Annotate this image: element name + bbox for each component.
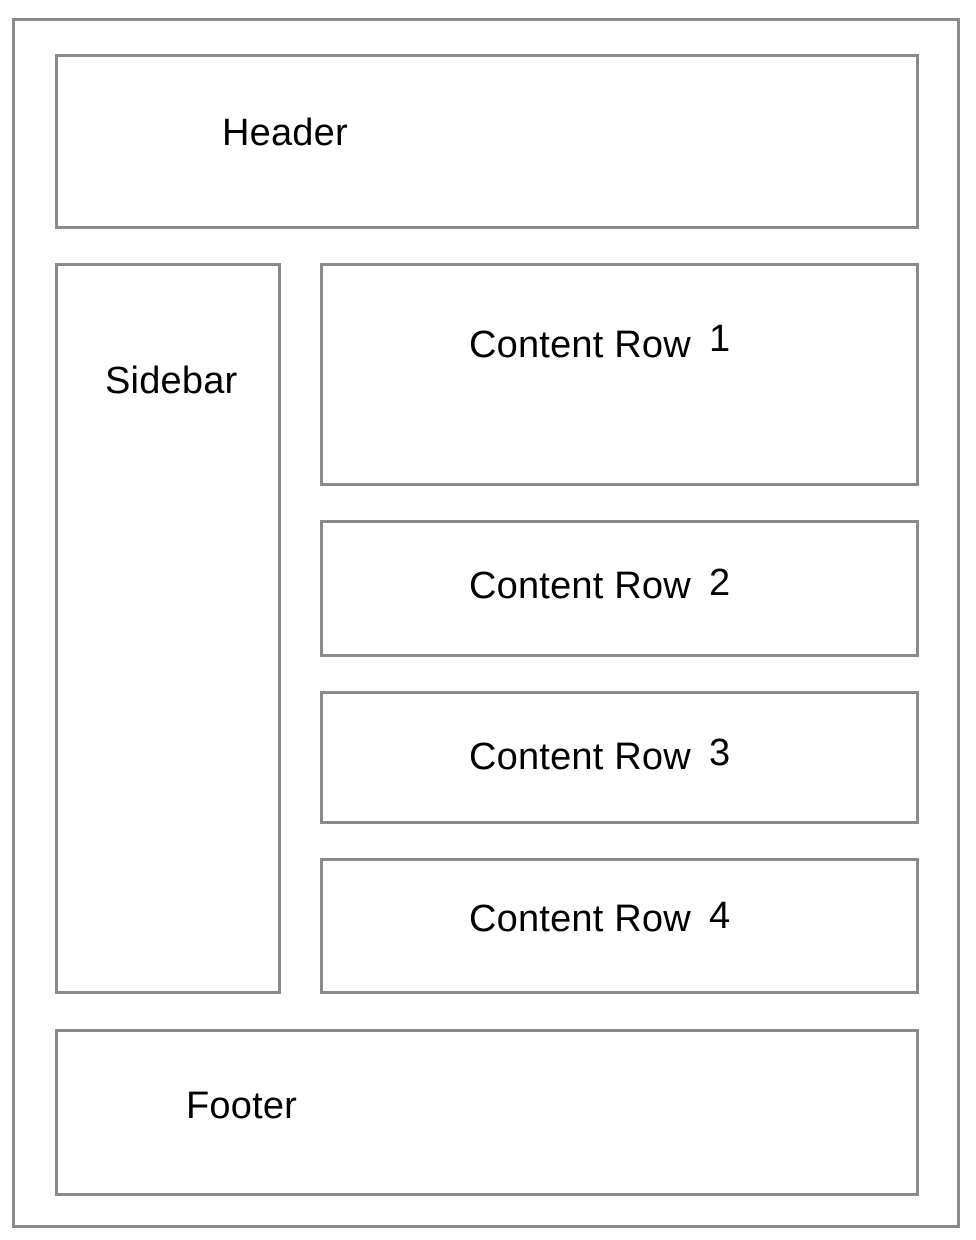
content-row-number: 3 bbox=[709, 732, 731, 774]
sidebar-region: Sidebar bbox=[55, 263, 281, 994]
footer-label: Footer bbox=[186, 1085, 298, 1127]
content-row-number: 4 bbox=[709, 895, 731, 937]
content-row-label: Content Row bbox=[469, 565, 691, 607]
sidebar-label: Sidebar bbox=[105, 360, 238, 402]
content-row-2: Content Row 2 bbox=[320, 520, 919, 657]
content-row-1: Content Row 1 bbox=[320, 263, 919, 486]
content-row-number: 2 bbox=[709, 562, 731, 604]
footer-region: Footer bbox=[55, 1029, 919, 1196]
content-row-label: Content Row bbox=[469, 736, 691, 778]
content-row-4: Content Row 4 bbox=[320, 858, 919, 994]
content-row-label: Content Row bbox=[469, 898, 691, 940]
content-row-number: 1 bbox=[709, 318, 731, 360]
content-row-label: Content Row bbox=[469, 324, 691, 366]
header-label: Header bbox=[222, 112, 348, 154]
content-row-3: Content Row 3 bbox=[320, 691, 919, 824]
header-region: Header bbox=[55, 54, 919, 229]
